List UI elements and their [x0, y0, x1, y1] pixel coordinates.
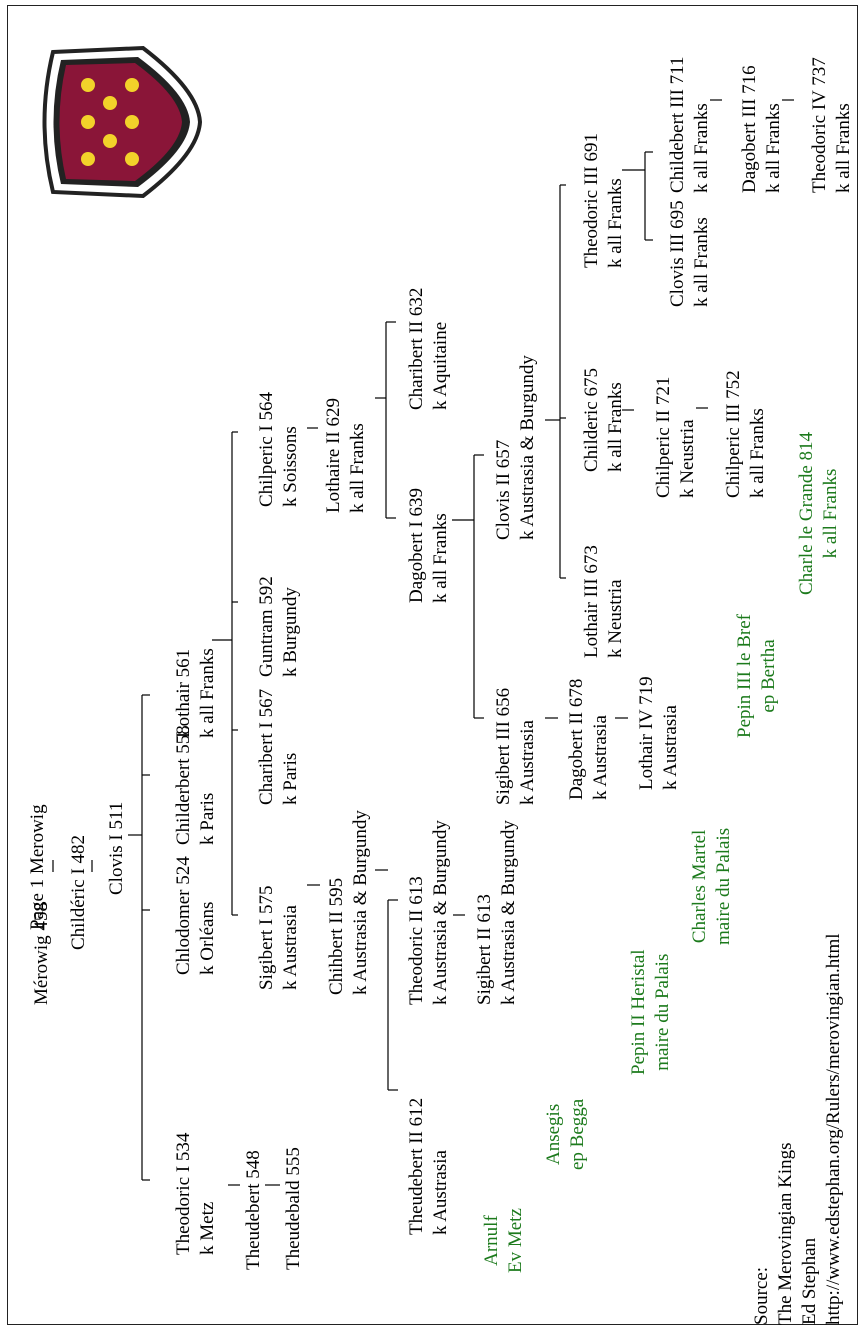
person-childeric-1: Childéric I 482 [68, 834, 89, 950]
source-block: Source: The Merovingian Kings Ed Stephan… [750, 933, 846, 1325]
source-url[interactable]: http://www.edstephan.org/Rulers/meroving… [823, 933, 844, 1325]
person-clovis-1: Clovis I 511 [106, 801, 127, 895]
source-author: Ed Stephan [799, 1237, 820, 1325]
source-title: The Merovingian Kings [775, 1142, 796, 1325]
source-heading: Source: [751, 1266, 772, 1325]
heraldic-shield-icon [42, 45, 203, 199]
person-theudebert-1: Theudebert 548 [243, 1150, 264, 1270]
person-theudebald: Theudebald 555 [283, 1147, 304, 1270]
fleur-de-lis-icon [81, 78, 139, 166]
person-merowig: Mérowig 458 [31, 902, 52, 1005]
page-frame [7, 5, 858, 1325]
